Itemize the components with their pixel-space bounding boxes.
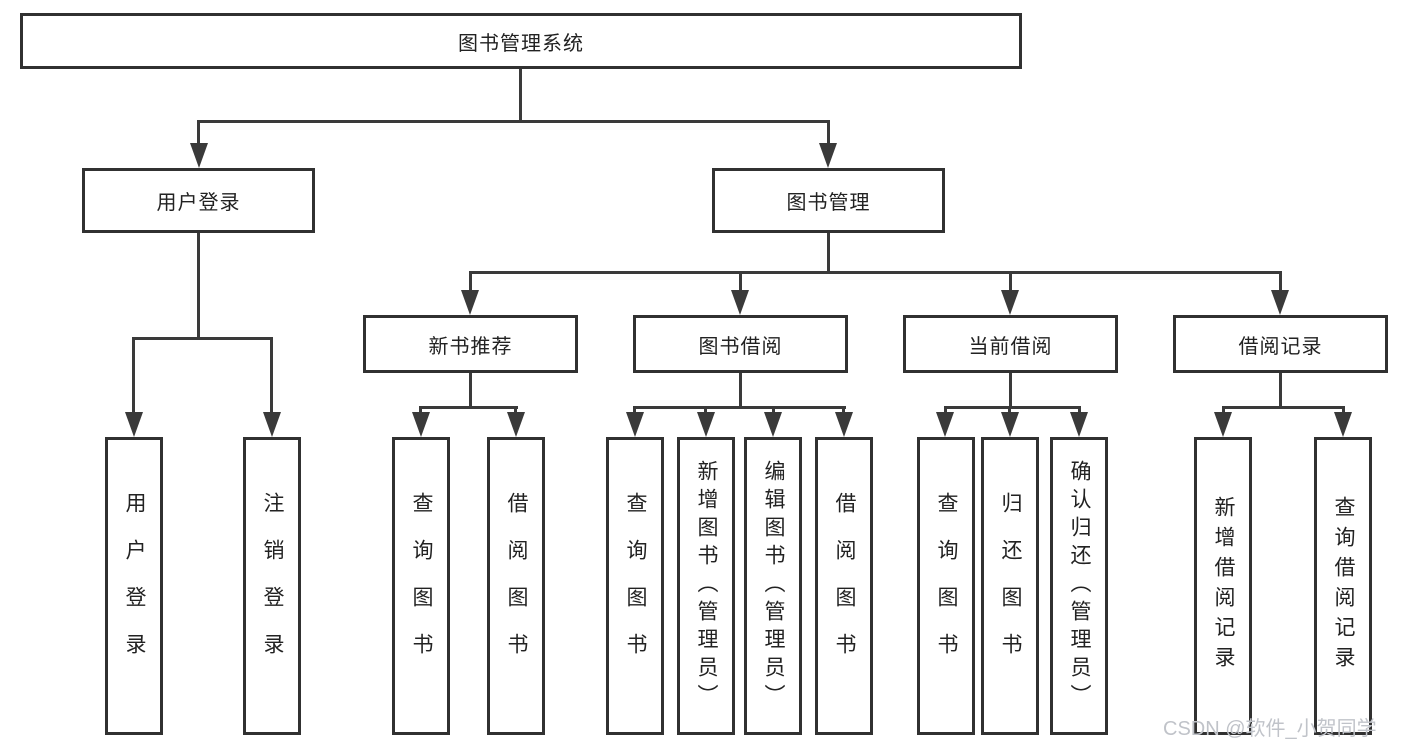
connector-line	[469, 271, 472, 293]
arrow-down-icon	[412, 412, 430, 437]
leaf-query-borrow-record: 查询借阅记录	[1314, 437, 1372, 735]
connector-line	[197, 233, 200, 337]
node-book-management: 图书管理	[712, 168, 945, 233]
connector-line	[633, 406, 846, 409]
connector-line	[419, 406, 518, 409]
connector-line	[514, 406, 517, 416]
connector-line	[469, 271, 1282, 274]
node-library-system: 图书管理系统	[20, 13, 1022, 69]
connector-line	[1078, 406, 1081, 416]
arrow-down-icon	[835, 412, 853, 437]
node-new-book-recommend: 新书推荐	[363, 315, 578, 373]
connector-line	[132, 337, 135, 419]
connector-line	[842, 406, 845, 416]
connector-line	[944, 406, 1081, 409]
arrow-down-icon	[1001, 412, 1019, 437]
arrow-down-icon	[1214, 412, 1232, 437]
connector-line	[519, 69, 522, 120]
arrow-down-icon	[697, 412, 715, 437]
csdn-watermark: CSDN @软件_小贺同学	[1163, 718, 1377, 740]
connector-line	[270, 337, 273, 419]
node-book-borrow: 图书借阅	[633, 315, 848, 373]
leaf-query-books-current: 查询图书	[917, 437, 975, 735]
connector-line	[1342, 406, 1345, 416]
leaf-add-borrow-record: 新增借阅记录	[1194, 437, 1252, 735]
arrow-down-icon	[1334, 412, 1352, 437]
connector-line	[1222, 406, 1225, 416]
leaf-query-books-borrow: 查询图书	[606, 437, 664, 735]
arrow-down-icon	[731, 290, 749, 315]
node-current-borrow: 当前借阅	[903, 315, 1118, 373]
arrow-down-icon	[263, 412, 281, 437]
connector-line	[419, 406, 422, 416]
connector-line	[1279, 373, 1282, 406]
connector-line	[469, 373, 472, 406]
arrow-down-icon	[1070, 412, 1088, 437]
arrow-down-icon	[1001, 290, 1019, 315]
leaf-edit-book-admin: 编辑图书（管理员）	[744, 437, 802, 735]
leaf-borrow-books-recommend: 借阅图书	[487, 437, 545, 735]
node-borrow-records: 借阅记录	[1173, 315, 1388, 373]
arrow-down-icon	[507, 412, 525, 437]
leaf-return-book: 归还图书	[981, 437, 1039, 735]
connector-line	[944, 406, 947, 416]
connector-line	[1009, 271, 1012, 293]
leaf-borrow-books-borrow: 借阅图书	[815, 437, 873, 735]
arrow-down-icon	[764, 412, 782, 437]
arrow-down-icon	[461, 290, 479, 315]
arrow-down-icon	[190, 143, 208, 168]
connector-line	[1222, 406, 1345, 409]
arrow-down-icon	[626, 412, 644, 437]
leaf-query-books-recommend: 查询图书	[392, 437, 450, 735]
node-user-login: 用户登录	[82, 168, 315, 233]
leaf-add-book-admin: 新增图书（管理员）	[677, 437, 735, 735]
connector-line	[704, 406, 707, 416]
connector-line	[772, 406, 775, 416]
arrow-down-icon	[936, 412, 954, 437]
connector-line	[197, 120, 830, 123]
connector-line	[633, 406, 636, 416]
leaf-user-login: 用户登录	[105, 437, 163, 735]
connector-line	[1008, 406, 1011, 416]
connector-line	[1009, 373, 1012, 406]
connector-line	[827, 120, 830, 150]
connector-line	[1279, 271, 1282, 293]
connector-line	[739, 373, 742, 406]
leaf-logout: 注销登录	[243, 437, 301, 735]
connector-line	[197, 120, 200, 150]
leaf-confirm-return-admin: 确认归还（管理员）	[1050, 437, 1108, 735]
connector-line	[739, 271, 742, 293]
connector-line	[827, 233, 830, 271]
connector-line	[132, 337, 273, 340]
arrow-down-icon	[1271, 290, 1289, 315]
arrow-down-icon	[819, 143, 837, 168]
arrow-down-icon	[125, 412, 143, 437]
